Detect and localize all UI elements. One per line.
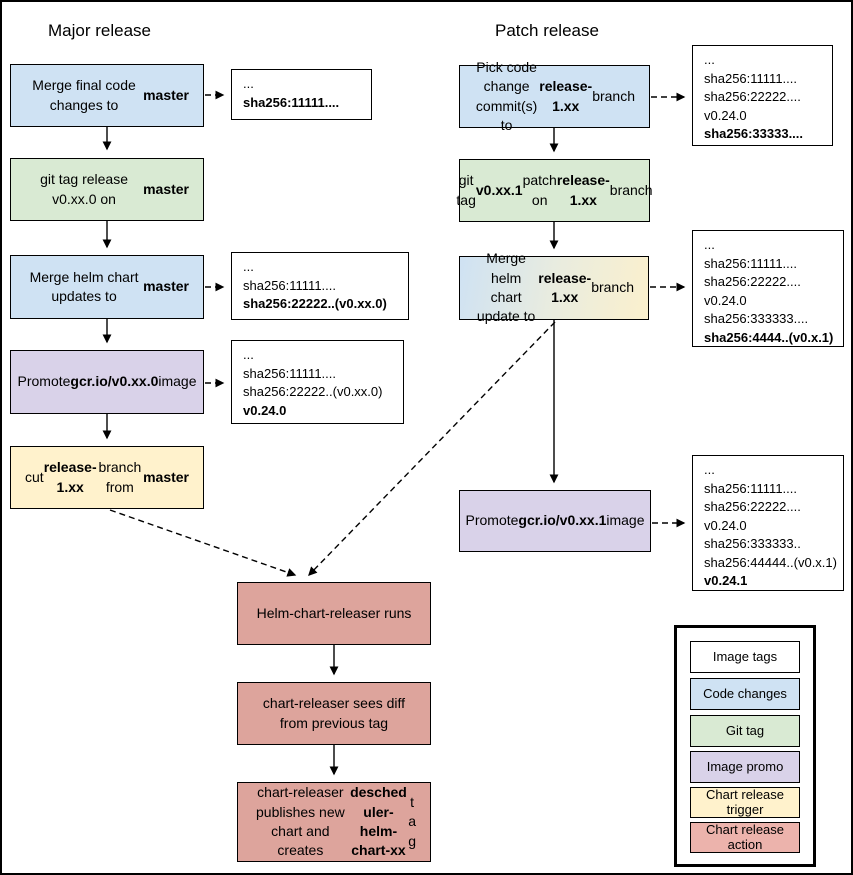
major-image-tags-box-3: ...sha256:11111....sha256:22222..(v0.xx.…	[231, 340, 404, 424]
patch-image-tags-box-1: ...sha256:11111....sha256:22222....v0.24…	[692, 45, 833, 146]
major-release-title: Major release	[48, 21, 151, 40]
patch-step-git-tag-patch: git tag v0.xx.1 patch on release-1.xx br…	[456, 159, 653, 222]
patch-image-tags-box-3: ...sha256:11111....sha256:22222....v0.24…	[692, 455, 844, 591]
major-image-tags-box-2: ...sha256:11111....sha256:22222..(v0.xx.…	[231, 252, 409, 320]
legend: Image tags Code changes Git tag Image pr…	[674, 625, 816, 867]
major-image-tags-box-1: ...sha256:11111....	[231, 69, 372, 120]
legend-item-image-promo: Image promo	[690, 751, 800, 783]
chart-step-releaser-runs: Helm-chart-releaser runs	[237, 582, 431, 645]
major-step-cut-release-branch: cut release-1.xx branch from master	[10, 446, 204, 509]
major-step-promote-image: Promote gcr.io/v0.xx.0 image	[10, 350, 204, 414]
legend-item-git-tag: Git tag	[690, 715, 800, 747]
patch-step-pick-commits: Pick code change commit(s) to release-1.…	[459, 59, 650, 133]
major-step-merge-helm-updates: Merge helm chart updates to master	[10, 255, 204, 319]
legend-item-chart-action: Chart release action	[690, 822, 800, 853]
major-step-merge-final-code: Merge final code changes to master	[10, 64, 204, 127]
patch-image-tags-box-2: ...sha256:11111....sha256:22222....v0.24…	[692, 230, 844, 347]
legend-item-image-tags: Image tags	[690, 641, 800, 673]
chart-step-publishes-chart: chart-releaser publishes new chart and c…	[237, 782, 431, 862]
patch-step-merge-helm-update: Merge helm chart update to release-1.xx …	[459, 250, 649, 324]
patch-step-promote-image: Promote gcr.io/v0.xx.1 image	[459, 490, 651, 552]
major-step-git-tag-release: git tag release v0.xx.0 on master	[10, 158, 204, 221]
dashed-arrow-cut-branch-to-releaser	[109, 509, 297, 577]
legend-item-code-changes: Code changes	[690, 678, 800, 710]
legend-item-chart-trigger: Chart release trigger	[690, 787, 800, 818]
chart-step-sees-diff: chart-releaser sees diff from previous t…	[237, 682, 431, 745]
patch-release-title: Patch release	[495, 21, 599, 40]
